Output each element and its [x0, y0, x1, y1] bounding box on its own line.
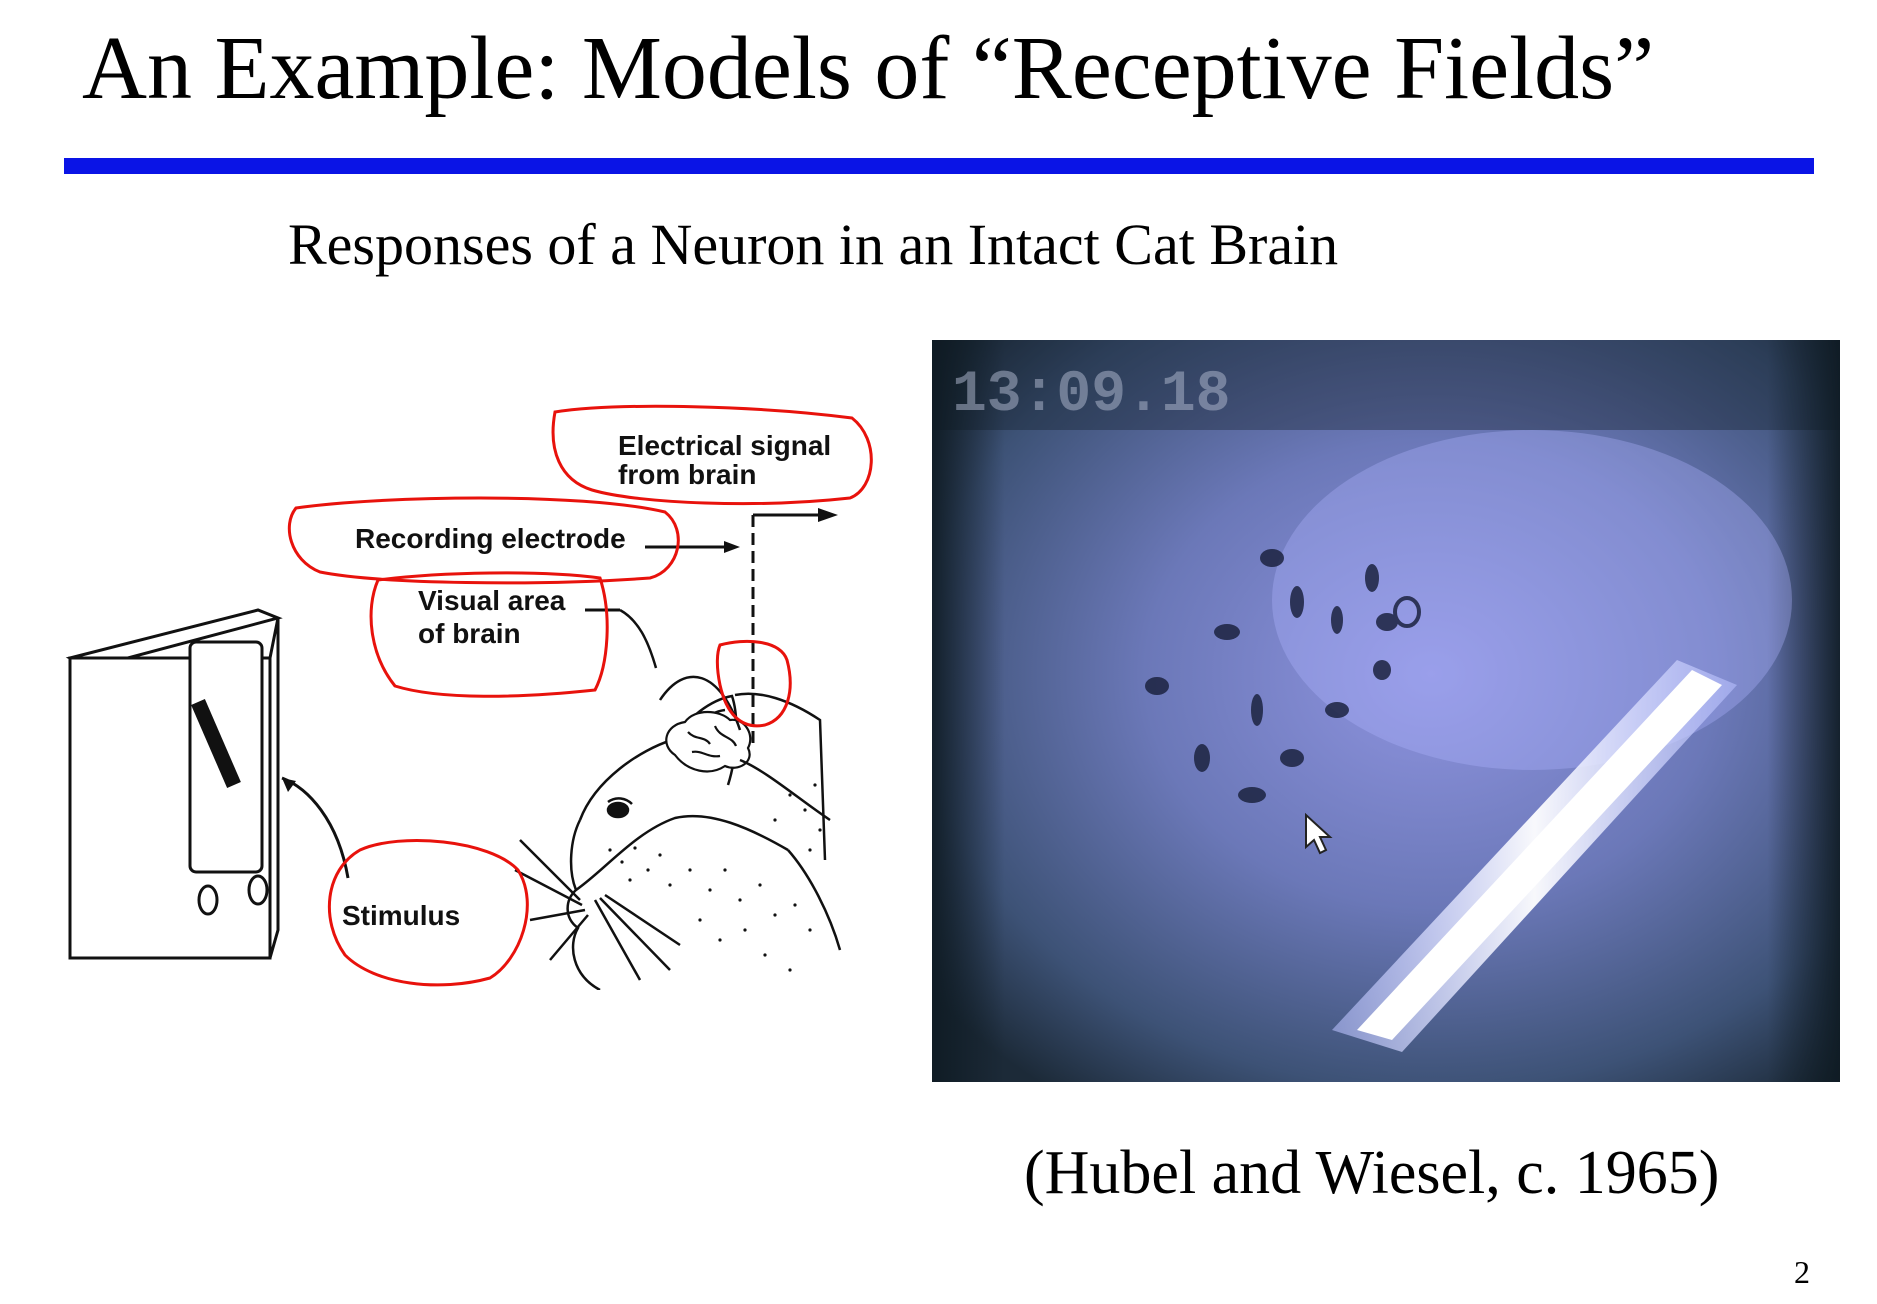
- label-visual-area-1: Visual area: [418, 585, 566, 616]
- label-electrical-signal-2: from brain: [618, 459, 756, 490]
- title-rule: [64, 158, 1814, 174]
- label-stimulus: Stimulus: [342, 900, 460, 931]
- cat-stipple: [608, 783, 822, 972]
- label-visual-area-2: of brain: [418, 618, 521, 649]
- slide-title: An Example: Models of “Receptive Fields”: [82, 19, 1655, 118]
- page-number: 2: [1794, 1254, 1810, 1290]
- label-electrical-signal-1: Electrical signal: [618, 430, 831, 461]
- video-timestamp: 13:09.18: [952, 363, 1230, 428]
- mouse-cursor-icon: [1305, 812, 1333, 855]
- brain-illustration: [665, 710, 752, 773]
- citation: (Hubel and Wiesel, c. 1965): [1024, 1139, 1720, 1207]
- red-annotations: [287, 404, 873, 987]
- slide-subtitle: Responses of a Neuron in an Intact Cat B…: [288, 212, 1339, 277]
- stimulus-monitor: [65, 608, 283, 960]
- label-recording-electrode: Recording electrode: [355, 523, 626, 554]
- experiment-diagram: Electrical signal from brain Recording e…: [20, 400, 880, 990]
- response-marks: [1145, 549, 1421, 803]
- light-stimulus-bar: [1332, 660, 1737, 1052]
- video-frame: 13:09.18: [932, 340, 1840, 1082]
